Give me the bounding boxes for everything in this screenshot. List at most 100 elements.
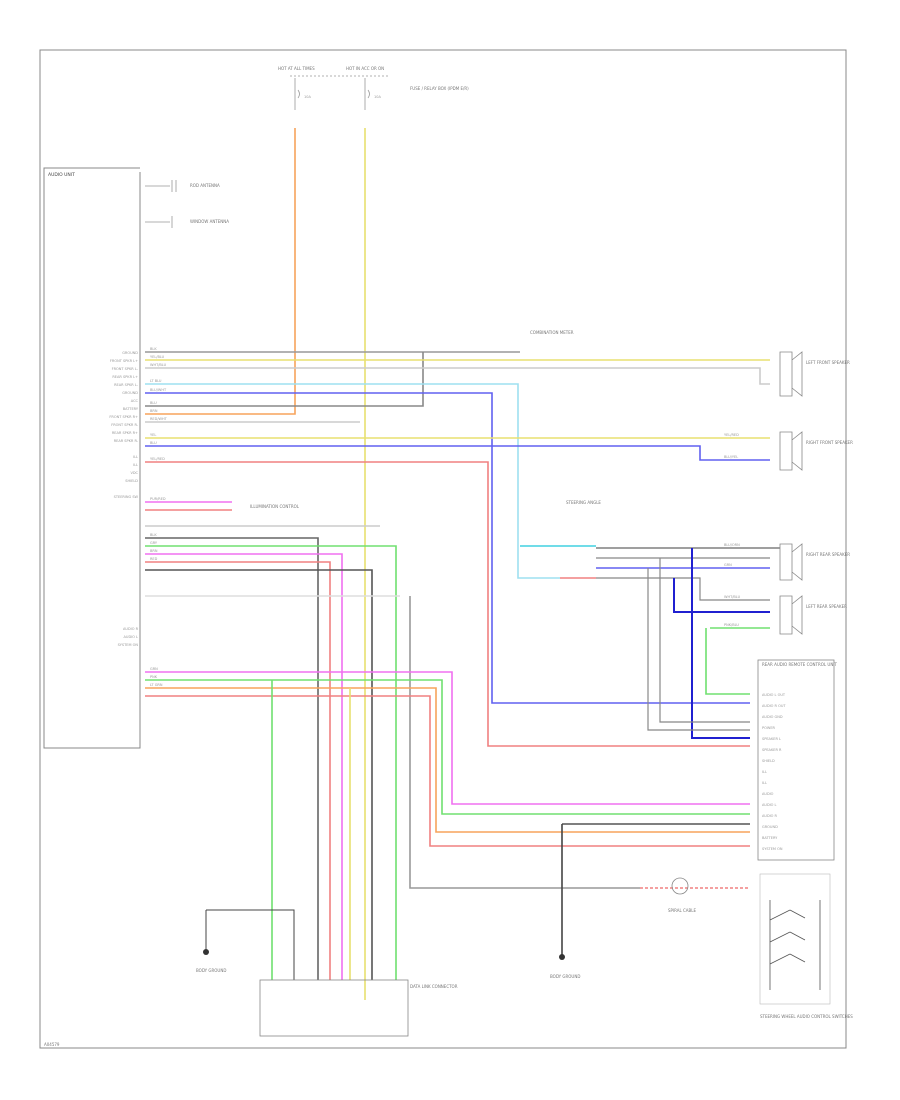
wire-blu-wht [145,392,750,704]
wire-label-15: RED [150,557,158,561]
audio-unit: AUDIO UNIT [43,167,141,749]
remote-pin-7: ILL [762,770,767,774]
audio-unit-pin-24: AUDIO R [123,627,139,631]
diagram-border [39,49,847,1049]
wire-wht-blu [145,367,770,385]
audio-unit-pin-9: FRONT SPKR R- [111,423,139,427]
wire-label-17: PNK [150,675,158,679]
wire-label-24: PNK/BLU [724,623,739,627]
data-link-connector-box [259,979,409,1037]
wire-label-3: LT BLU [150,379,162,383]
audio-unit-pin-25: AUDIO L [123,635,138,639]
remote-pin-4: SPEAKER L [762,737,781,741]
wire-label-1: YEL/BLU [150,355,165,359]
speaker-symbols [779,351,803,635]
rod-antenna-label: ROD ANTENNA [190,183,220,188]
wire-system-on [145,687,750,833]
wire-label-23: WHT/BLU [724,595,741,599]
wire-system-red [145,695,750,847]
antennas [145,180,177,228]
audio-unit-pin-5: GROUND [122,391,138,395]
left-rear-speaker-label: LEFT REAR SPEAKER [806,604,847,609]
body-ground-label-1: BODY GROUND [196,968,226,973]
rear-audio-remote-label: REAR AUDIO REMOTE CONTROL UNIT [762,662,837,667]
wire-label-7: RED/WHT [150,417,168,421]
wire-label-20: BLU/YEL [724,455,738,459]
wire-label-18: LT GRN [150,683,163,687]
wire-label-5: BLU [150,401,157,405]
footer-code: A04579 [44,1042,60,1047]
wire-navy-1 [691,548,750,739]
remote-pin-13: BATTERY [762,836,778,840]
wire-label-16: GRN [150,667,158,671]
fuse-2-rating: 10A [374,95,381,99]
wire-green-3 [705,628,750,695]
wire-grey-3 [659,558,750,723]
audio-unit-pin-11: REAR SPKR R- [114,439,139,443]
remote-pin-10: AUDIO L [762,803,777,807]
wire-label-6: BRN [150,409,158,413]
wire-dark-1 [145,537,319,980]
audio-unit-pin-13: ILL [133,455,138,459]
remote-pin-0: AUDIO L OUT [762,693,786,697]
wire-navy-2 [673,578,770,613]
wire-grey-4 [647,568,750,731]
audio-unit-pin-4: REAR SPKR L- [114,383,139,387]
steering-switch-ladder [769,900,821,990]
wire-label-8: YEL [150,433,156,437]
audio-unit-pin-15: VDC [130,471,138,475]
wires [145,128,780,1000]
audio-unit-pin-3: REAR SPKR L+ [112,375,138,379]
remote-pin-8: ILL [762,781,767,785]
wire-label-9: BLU [150,441,157,445]
remote-pin-6: SHIELD [762,759,775,763]
wire-rear-4 [596,577,770,601]
audio-unit-pin-6: ACC [131,399,139,403]
wire-audio-magenta [145,671,750,805]
remote-pin-9: AUDIO [762,792,774,796]
wire-label-2: WHT/BLU [150,363,167,367]
remote-pin-1: AUDIO R OUT [762,704,786,708]
audio-unit-pin-labels: GROUND FRONT SPKR L+ FRONT SPKR L- REAR SPK… [109,351,138,647]
illumination-control-label: ILLUMINATION CONTROL [250,504,300,509]
remote-pin-5: SPEAKER R [762,748,782,752]
remote-pin-3: POWER [762,726,776,730]
remote-pin-11: AUDIO R [762,814,778,818]
wire-label-0: BLK [150,347,157,351]
wire-blu-r [145,445,770,461]
audio-unit-pin-14: ILL [133,463,138,467]
wire-audio-green [145,679,750,815]
ground-node-1 [203,949,209,955]
window-antenna-label: WINDOW ANTENNA [190,219,229,224]
fuse-1-rating: 10A [304,95,311,99]
audio-unit-pin-26: SYSTEM ON [118,643,139,647]
spiral-cable-symbol [671,877,689,895]
wire-label-21: BLU/ORN [724,543,740,547]
audio-unit-pin-16: SHIELD [125,479,138,483]
audio-unit-pin-2: FRONT SPKR L- [112,367,139,371]
fuses [290,75,390,110]
hot-in-acc-label: HOT IN ACC OR ON [346,66,384,71]
rear-audio-remote-unit [757,659,835,861]
ground-node-2 [559,954,565,960]
audio-unit-pin-0: GROUND [122,351,138,355]
spiral-cable-label: SPIRAL CABLE [668,908,696,913]
combination-meter-label: COMBINATION METER [530,330,574,335]
audio-unit-pin-18: STEERING SW [114,495,139,499]
wire-label-10: YEL/RED [150,457,165,461]
audio-unit-pin-1: FRONT SPKR L+ [110,359,138,363]
steering-angle-label: STEERING ANGLE [566,500,601,505]
wire-green-1 [145,545,397,980]
wire-label-22: GRN [724,563,732,567]
remote-pin-12: GROUND [762,825,778,829]
wire-lt-blu [145,383,560,579]
wire-yel-red [145,461,750,747]
left-front-speaker-label: LEFT FRONT SPEAKER [806,360,850,365]
body-ground-label-2: BODY GROUND [550,974,580,979]
audio-unit-pin-10: REAR SPKR R+ [112,431,138,435]
wire-grey-2 [145,352,424,407]
steering-switch-box [759,873,831,1005]
